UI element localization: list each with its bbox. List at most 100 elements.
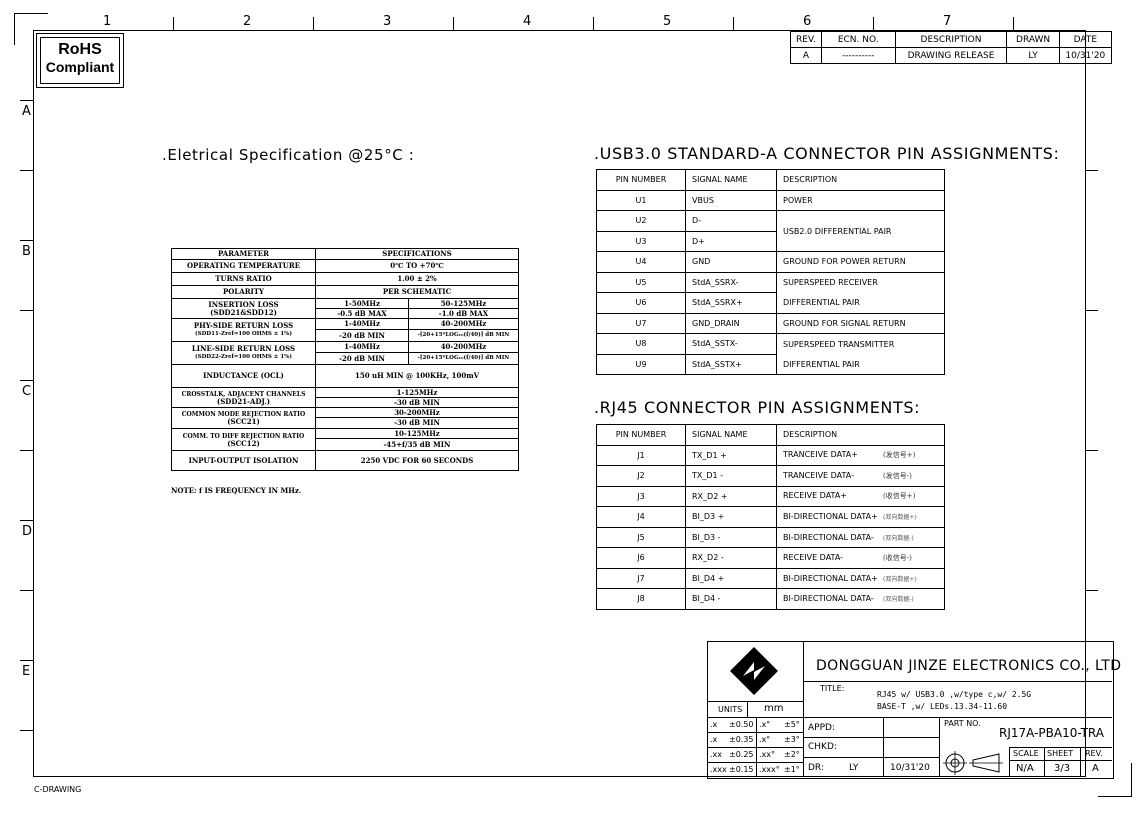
sheet-label: SHEET xyxy=(1047,749,1074,758)
spec-value: -0.5 dB MAX xyxy=(315,308,409,319)
pin-description: TRANCEIVE DATA- xyxy=(783,470,854,480)
spec-sublabel: (SCC12) xyxy=(227,438,260,448)
tol-angle: .x° xyxy=(759,720,771,729)
rohs-subtitle: Compliant xyxy=(45,59,115,75)
title-label: TITLE: xyxy=(820,684,845,693)
spec-value: 50-125MHz xyxy=(408,298,519,309)
spec-value: 40-200MHz xyxy=(408,318,519,330)
pin-number: J2 xyxy=(596,465,686,487)
signal-name: RX_D2 - xyxy=(685,547,777,569)
tol-angle-value: ±5° xyxy=(784,720,800,729)
pin-description: BI-DIRECTIONAL DATA+ xyxy=(783,512,878,522)
drawn-by: LY xyxy=(849,763,859,773)
part-no-label: PART NO. xyxy=(944,719,981,728)
tol-linear: .xx xyxy=(710,750,723,759)
tol-linear-value: ±0.25 xyxy=(729,750,754,759)
pin-description: BI-DIRECTIONAL DATA+ xyxy=(783,573,878,583)
signal-name: BI_D4 - xyxy=(685,588,777,610)
spec-header-specifications: SPECIFICATIONS xyxy=(315,248,519,260)
signal-name: BI_D4 + xyxy=(685,567,777,589)
signal-name: TX_D1 + xyxy=(685,444,777,466)
zone-label-1: 1 xyxy=(103,14,112,29)
company-name: DONGGUAN JINZE ELECTRONICS CO., LTD xyxy=(816,658,1122,674)
pin-number: J5 xyxy=(596,526,686,548)
rev-header-ecn: ECN. NO. xyxy=(820,31,896,48)
part-number: RJ17A-PBA10-TRA xyxy=(999,726,1104,740)
table-row: U2 D- USB2.0 DIFFERENTIAL PAIR xyxy=(596,210,945,252)
spec-header-parameter: PARAMETER xyxy=(171,248,316,260)
electrical-spec-title: .Eletrical Specification @25°C : xyxy=(162,146,415,164)
sheet-value: 3/3 xyxy=(1054,763,1071,774)
spec-label: LINE-SIDE RETURN LOSS xyxy=(191,343,296,353)
table-row: U8 StdA_SSTX- SUPERSPEED TRANSMITTER xyxy=(596,333,945,355)
spec-value: 0℃ TO +70℃ xyxy=(315,259,519,273)
title-line-2: BASE-T ,w/ LEDs.13.34-11.60 xyxy=(877,702,1008,711)
signal-name: StdA_SSTX+ xyxy=(685,353,777,375)
spec-value: 30-200MHz xyxy=(315,407,519,418)
title-line-1: RJ45 w/ USB3.0 ,w/type c,w/ 2.5G xyxy=(877,690,1032,699)
table-row: J6 RX_D2 - RECEIVE DATA-(收信号-) xyxy=(596,547,945,569)
units-label: UNITS xyxy=(718,705,743,714)
units-value: mm xyxy=(764,703,784,714)
pin-description-cn: (双向数据-) xyxy=(883,534,914,542)
rev-header-date: DATE xyxy=(1058,31,1113,48)
spec-sublabel: (SDD21-ADJ.) xyxy=(216,396,271,406)
pin-description: BI-DIRECTIONAL DATA- xyxy=(783,532,874,542)
projection-symbol-icon xyxy=(943,751,1003,775)
signal-name: GND_DRAIN xyxy=(685,312,777,334)
zone-label-3: 3 xyxy=(383,14,392,29)
zone-label-4: 4 xyxy=(523,14,532,29)
drawing-type-footer: C-DRAWING xyxy=(34,785,82,794)
spec-sublabel: (SDD21&SDD12) xyxy=(210,307,277,317)
spec-value: -[20+15*LOG₁₀(f/40)] dB MIN xyxy=(408,352,519,365)
spec-sublabel: (SDD22-Zref=100 OHMS ± 1%) xyxy=(195,354,292,361)
spec-value: -20 dB MIN xyxy=(315,329,409,342)
zone-label-a: A xyxy=(22,104,31,119)
tol-linear: .x xyxy=(710,735,718,744)
spec-value: 1-40MHz xyxy=(315,318,409,330)
tol-angle: .xx° xyxy=(759,750,776,759)
spec-label: COMM. TO DIFF REJECTION RATIO xyxy=(182,432,305,440)
spec-value: -20 dB MIN xyxy=(315,352,409,365)
spec-label: PHY-SIDE RETURN LOSS xyxy=(193,320,294,330)
drawn-date: 10/31'20 xyxy=(890,763,930,773)
pin-number: U7 xyxy=(596,312,686,334)
spec-value: -45+f/35 dB MIN xyxy=(315,438,519,451)
tol-linear-value: ±0.15 xyxy=(729,765,754,774)
pin-description: RECEIVE DATA- xyxy=(783,552,844,562)
chkd-label: CHKD: xyxy=(808,742,837,752)
table-row: U7 GND_DRAIN GROUND FOR SIGNAL RETURN xyxy=(596,312,945,334)
table-row: U4 GND GROUND FOR POWER RETURN xyxy=(596,251,945,273)
table-row: U5 StdA_SSRX- SUPERSPEED RECEIVER xyxy=(596,271,945,293)
spec-value: 150 uH MIN @ 100KHz, 100mV xyxy=(315,364,519,388)
spec-value: 1-40MHz xyxy=(315,341,409,353)
usb-pin-title: .USB3.0 STANDARD-A CONNECTOR PIN ASSIGNM… xyxy=(594,144,1060,163)
pin-description: GROUND FOR SIGNAL RETURN xyxy=(776,312,945,334)
rj45-header-signal: SIGNAL NAME xyxy=(685,424,777,446)
zone-label-2: 2 xyxy=(243,14,252,29)
spec-value: 1-125MHz xyxy=(315,387,519,398)
drawn-label: DR: xyxy=(808,763,824,773)
pin-description: DIFFERENTIAL PAIR xyxy=(776,292,945,314)
tol-angle-value: ±2° xyxy=(784,750,800,759)
rj45-pin-table: PIN NUMBER SIGNAL NAME DESCRIPTION J1 TX… xyxy=(596,424,945,610)
spec-value: -30 dB MIN xyxy=(315,417,519,429)
tol-linear-value: ±0.50 xyxy=(729,720,754,729)
pin-number: J3 xyxy=(596,485,686,507)
rj45-pin-title: .RJ45 CONNECTOR PIN ASSIGNMENTS: xyxy=(594,398,921,417)
zone-label-d: D xyxy=(22,524,33,539)
spec-label: CROSSTALK, ADJACENT CHANNELS xyxy=(181,390,306,398)
pin-description-cn: (发信号+) xyxy=(883,451,916,460)
table-row: J1 TX_D1 + TRANCEIVE DATA+(发信号+) xyxy=(596,444,945,466)
pin-number: J6 xyxy=(596,547,686,569)
spec-value: -[20+15*LOG₁₀(f/40)] dB MIN xyxy=(408,329,519,342)
spec-value: 10-125MHz xyxy=(315,428,519,439)
usb-header-desc: DESCRIPTION xyxy=(776,169,945,191)
rev-value-date: 10/31'20 xyxy=(1058,47,1113,64)
spec-label: INPUT-OUTPUT ISOLATION xyxy=(171,450,316,471)
rev-value-drawn: LY xyxy=(1006,47,1060,64)
tol-linear: .x xyxy=(710,720,718,729)
pin-description: BI-DIRECTIONAL DATA- xyxy=(783,594,874,604)
pin-number: U6 xyxy=(596,292,686,314)
scale-value: N/A xyxy=(1016,763,1034,774)
